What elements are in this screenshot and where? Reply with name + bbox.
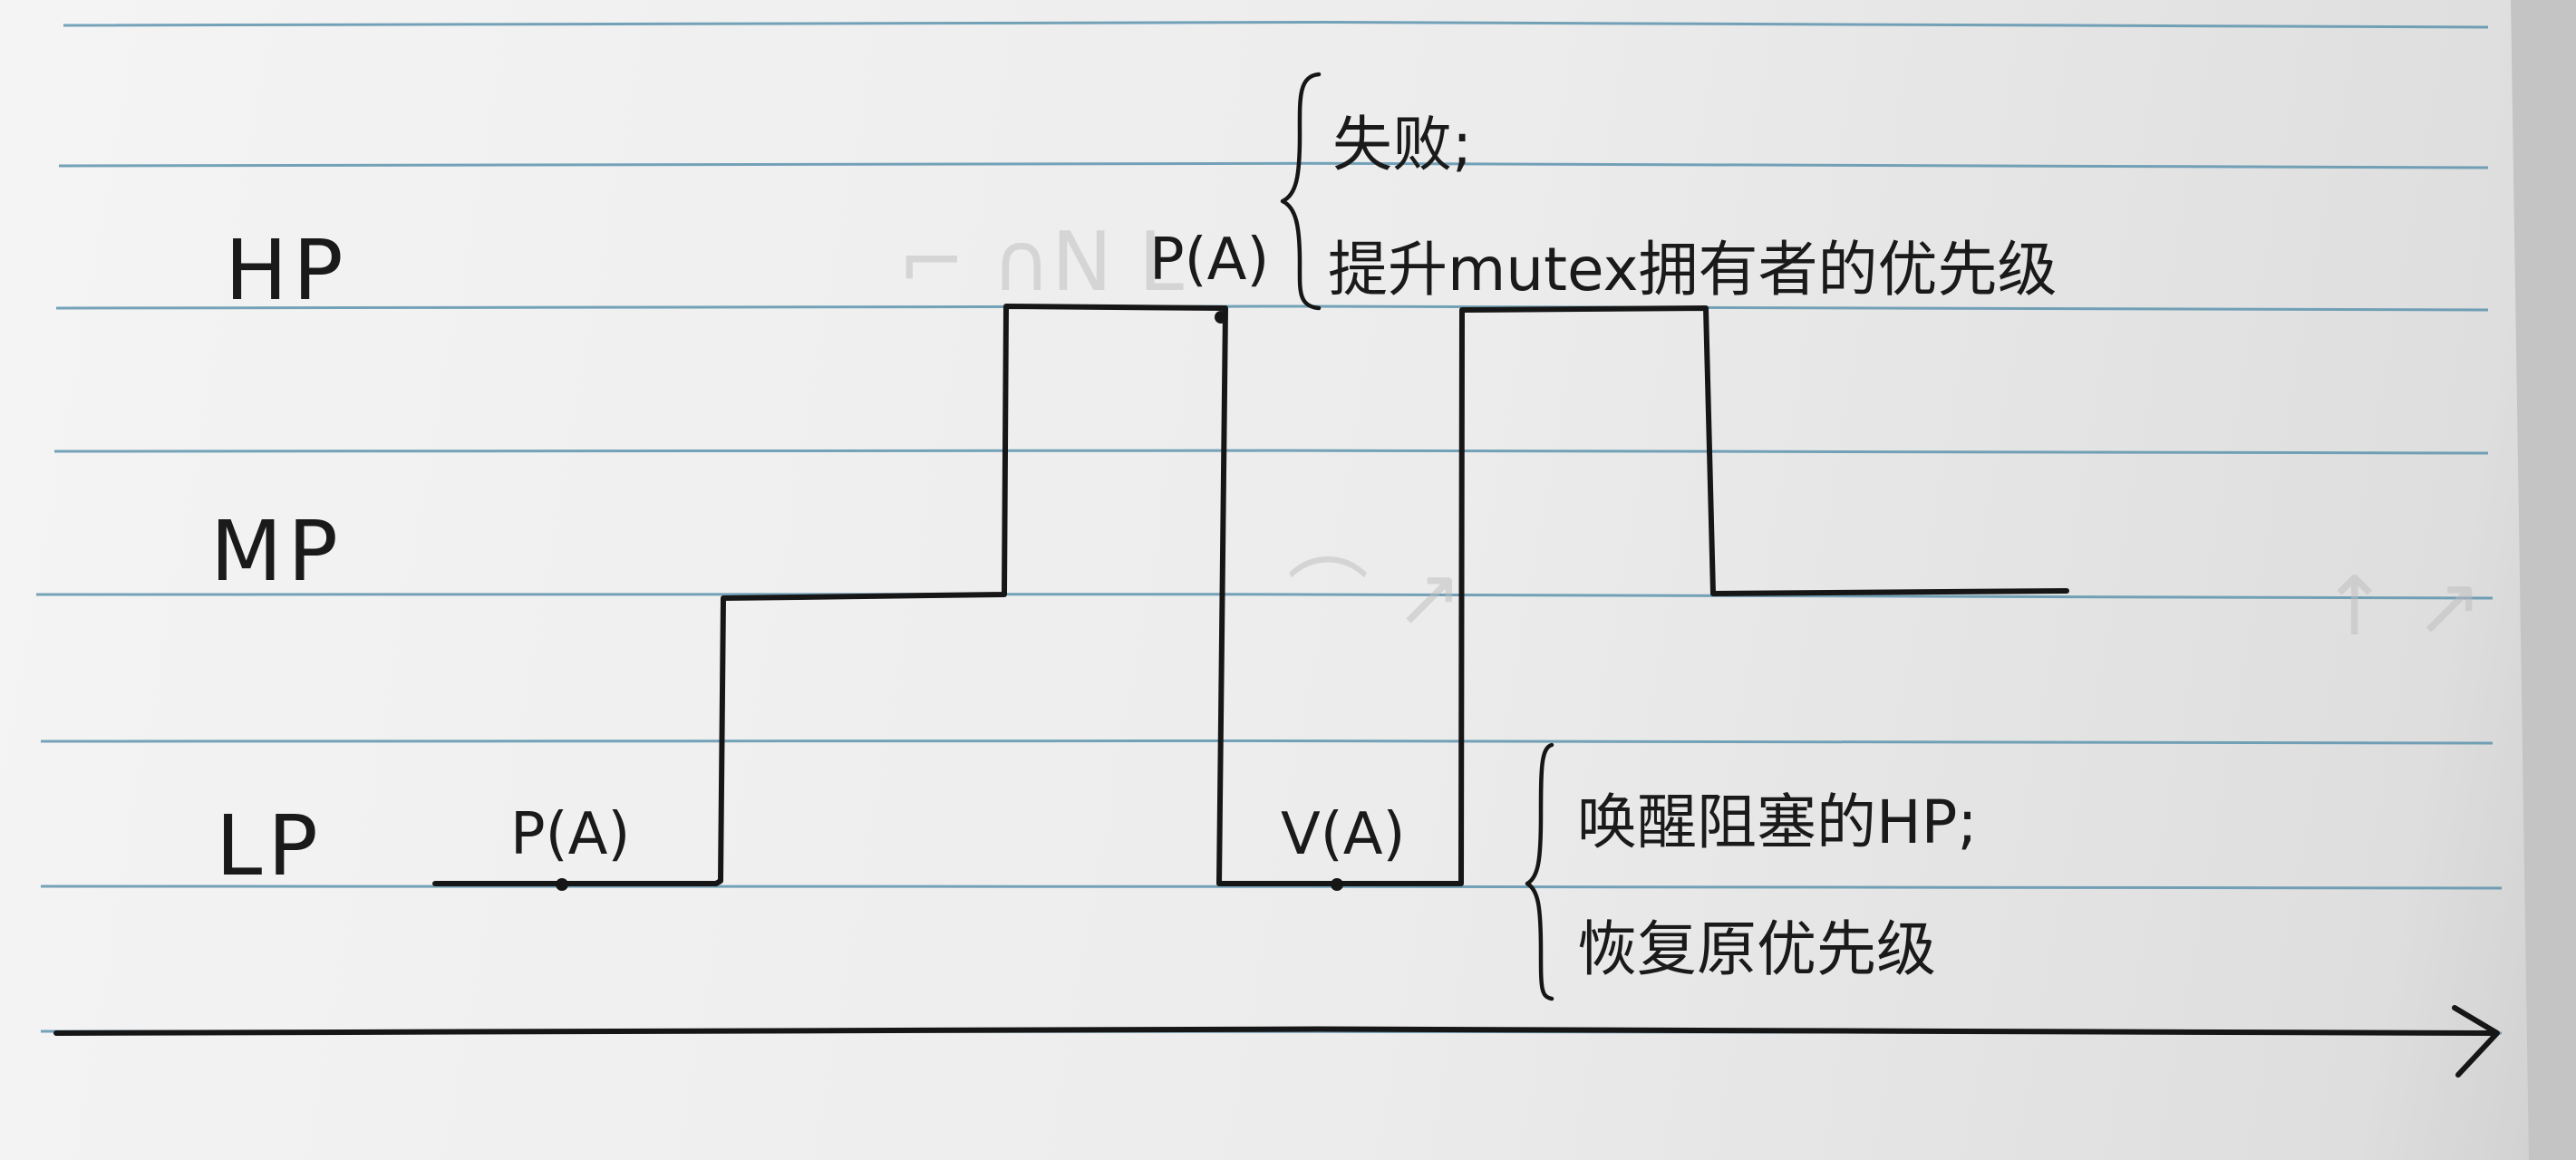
- priority-step-line: [432, 304, 2069, 891]
- note-hp-fail: 失败;: [1332, 110, 1472, 179]
- event-label-lp-release: V(A): [1281, 801, 1406, 868]
- event-label-hp-acquire: P(A): [1149, 227, 1269, 294]
- time-axis-arrowhead: [2452, 1005, 2500, 1078]
- bottom-brace: [1525, 742, 1554, 1001]
- ruled-line: [40, 884, 2503, 890]
- time-axis: [53, 1005, 2500, 1078]
- level-label-mp: MP: [210, 503, 344, 600]
- bleed-through-text: ⌐ ∩N L: [897, 215, 1184, 310]
- ruled-line: [53, 449, 2489, 455]
- event-marker-hp-acquire: [1215, 311, 1227, 324]
- ruled-line: [40, 739, 2494, 745]
- note-raise-owner-priority: 提升mutex拥有者的优先级: [1328, 235, 2058, 304]
- note-restore-priority: 恢复原优先级: [1577, 914, 1936, 984]
- note-wake-hp: 唤醒阻塞的HP;: [1577, 788, 1978, 857]
- bleed-through-text: ↑ ↗: [2320, 559, 2483, 654]
- event-marker-lp-acquire: [556, 878, 568, 891]
- ruled-lines: [35, 21, 2503, 1035]
- ruled-line: [35, 592, 2494, 600]
- ruled-line: [55, 304, 2489, 312]
- bleed-through-text: ⌒ ↗: [1287, 550, 1463, 645]
- ruled-line: [58, 161, 2489, 169]
- page-edge-shadow: [2511, 0, 2576, 1160]
- ruled-line: [63, 21, 2489, 29]
- top-brace: [1280, 72, 1322, 311]
- event-marker-lp-release: [1331, 878, 1343, 891]
- time-axis-line: [53, 1026, 2495, 1036]
- level-label-hp: HP: [225, 222, 349, 319]
- priority-trace: [432, 304, 2069, 886]
- bleed-through-marks: ⌐ ∩N L ⌒ ↗ ↑ ↗: [897, 215, 2483, 654]
- level-label-lp: LP: [216, 798, 324, 894]
- event-label-lp-acquire: P(A): [510, 801, 630, 868]
